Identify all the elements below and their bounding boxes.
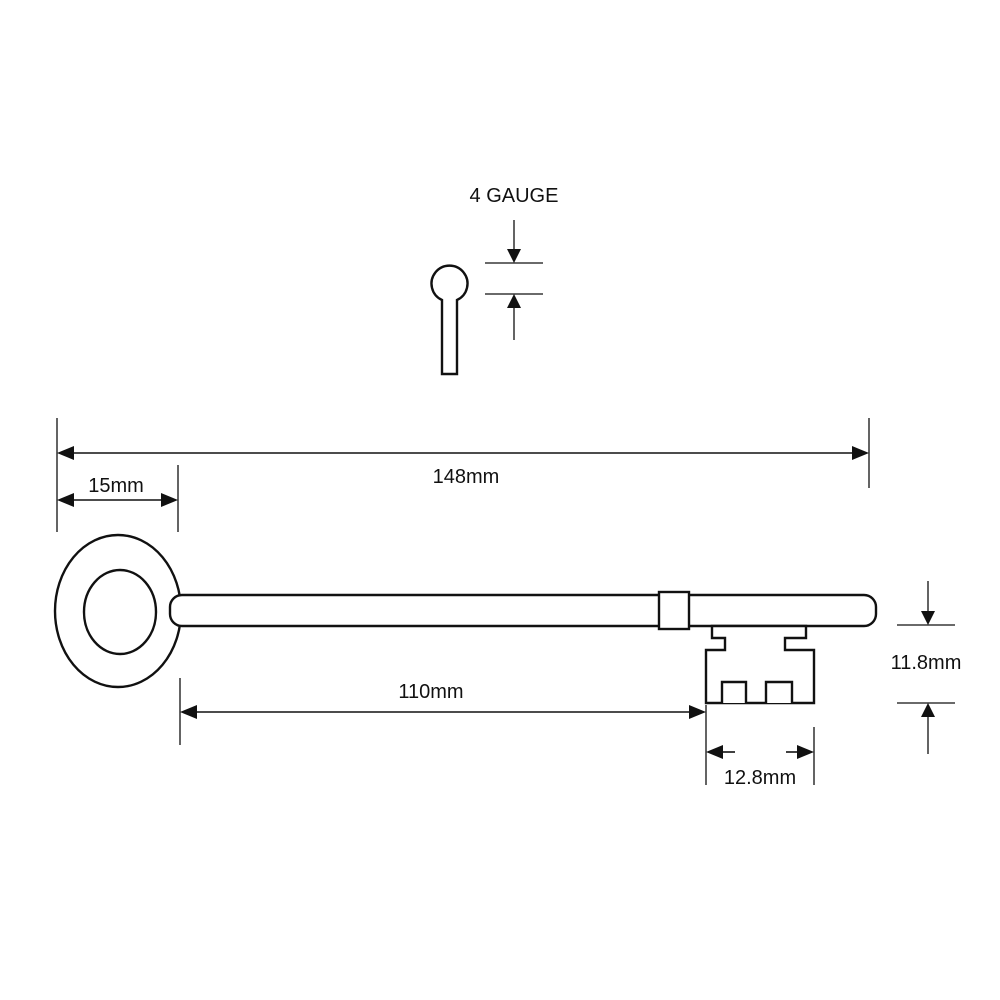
shank-arrow-right [689, 705, 706, 719]
key-bow-inner [82, 568, 158, 656]
overall-arrow-right [852, 446, 869, 460]
keyhole-profile [430, 264, 469, 376]
overall-length-dimension: 148mm [56, 418, 870, 532]
bit-height-label: 11.8mm [891, 652, 962, 674]
gauge-dimension: 4 GAUGE [470, 185, 559, 340]
bit-width-dimension: 12.8mm [706, 727, 815, 789]
bit-width-label: 12.8mm [724, 767, 796, 789]
bit-height-dimension: 11.8mm [891, 581, 962, 754]
gauge-arrow-down [507, 249, 521, 263]
gauge-arrow-up [507, 294, 521, 308]
key-collar [657, 590, 691, 631]
bow-width-dimension: 15mm [57, 465, 179, 532]
overall-arrow-left [57, 446, 74, 460]
shank-length-label: 110mm [398, 681, 463, 703]
gauge-cross-section [430, 264, 469, 376]
bit-arrow-right [797, 745, 814, 759]
key-bit-wards [720, 680, 794, 703]
bow-width-label: 15mm [88, 475, 144, 497]
height-arrow-up [921, 703, 935, 717]
gauge-label: 4 GAUGE [470, 185, 559, 207]
bit-arrow-left [706, 745, 723, 759]
overall-length-label: 148mm [433, 466, 500, 488]
height-arrow-down [921, 611, 935, 625]
bow-arrow-left [57, 493, 74, 507]
key [53, 533, 878, 705]
shank-arrow-left [180, 705, 197, 719]
bow-arrow-right [161, 493, 178, 507]
shank-length-dimension: 110mm [179, 678, 707, 785]
key-shank [168, 593, 878, 628]
